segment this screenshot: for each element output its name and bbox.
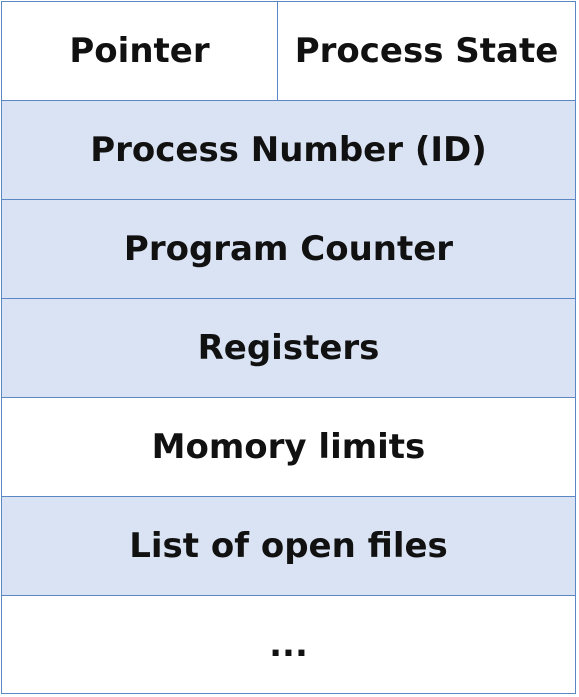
process-number-row: Process Number (ID) xyxy=(2,101,575,200)
open-files-row: List of open files xyxy=(2,497,575,596)
registers-label: Registers xyxy=(197,328,380,368)
program-counter-label: Program Counter xyxy=(123,229,454,269)
pointer-cell: Pointer xyxy=(2,2,278,100)
open-files-label: List of open files xyxy=(129,526,448,566)
process-number-label: Process Number (ID) xyxy=(90,130,487,170)
memory-limits-label: Momory limits xyxy=(151,427,426,467)
program-counter-row: Program Counter xyxy=(2,200,575,299)
memory-limits-row: Momory limits xyxy=(2,398,575,497)
process-state-cell: Process State xyxy=(278,2,575,100)
registers-row: Registers xyxy=(2,299,575,398)
ellipsis-label: ... xyxy=(269,624,308,665)
pcb-header-row: Pointer Process State xyxy=(2,2,575,101)
ellipsis-row: ... xyxy=(2,596,575,693)
pointer-label: Pointer xyxy=(69,31,210,71)
process-state-label: Process State xyxy=(294,31,559,71)
